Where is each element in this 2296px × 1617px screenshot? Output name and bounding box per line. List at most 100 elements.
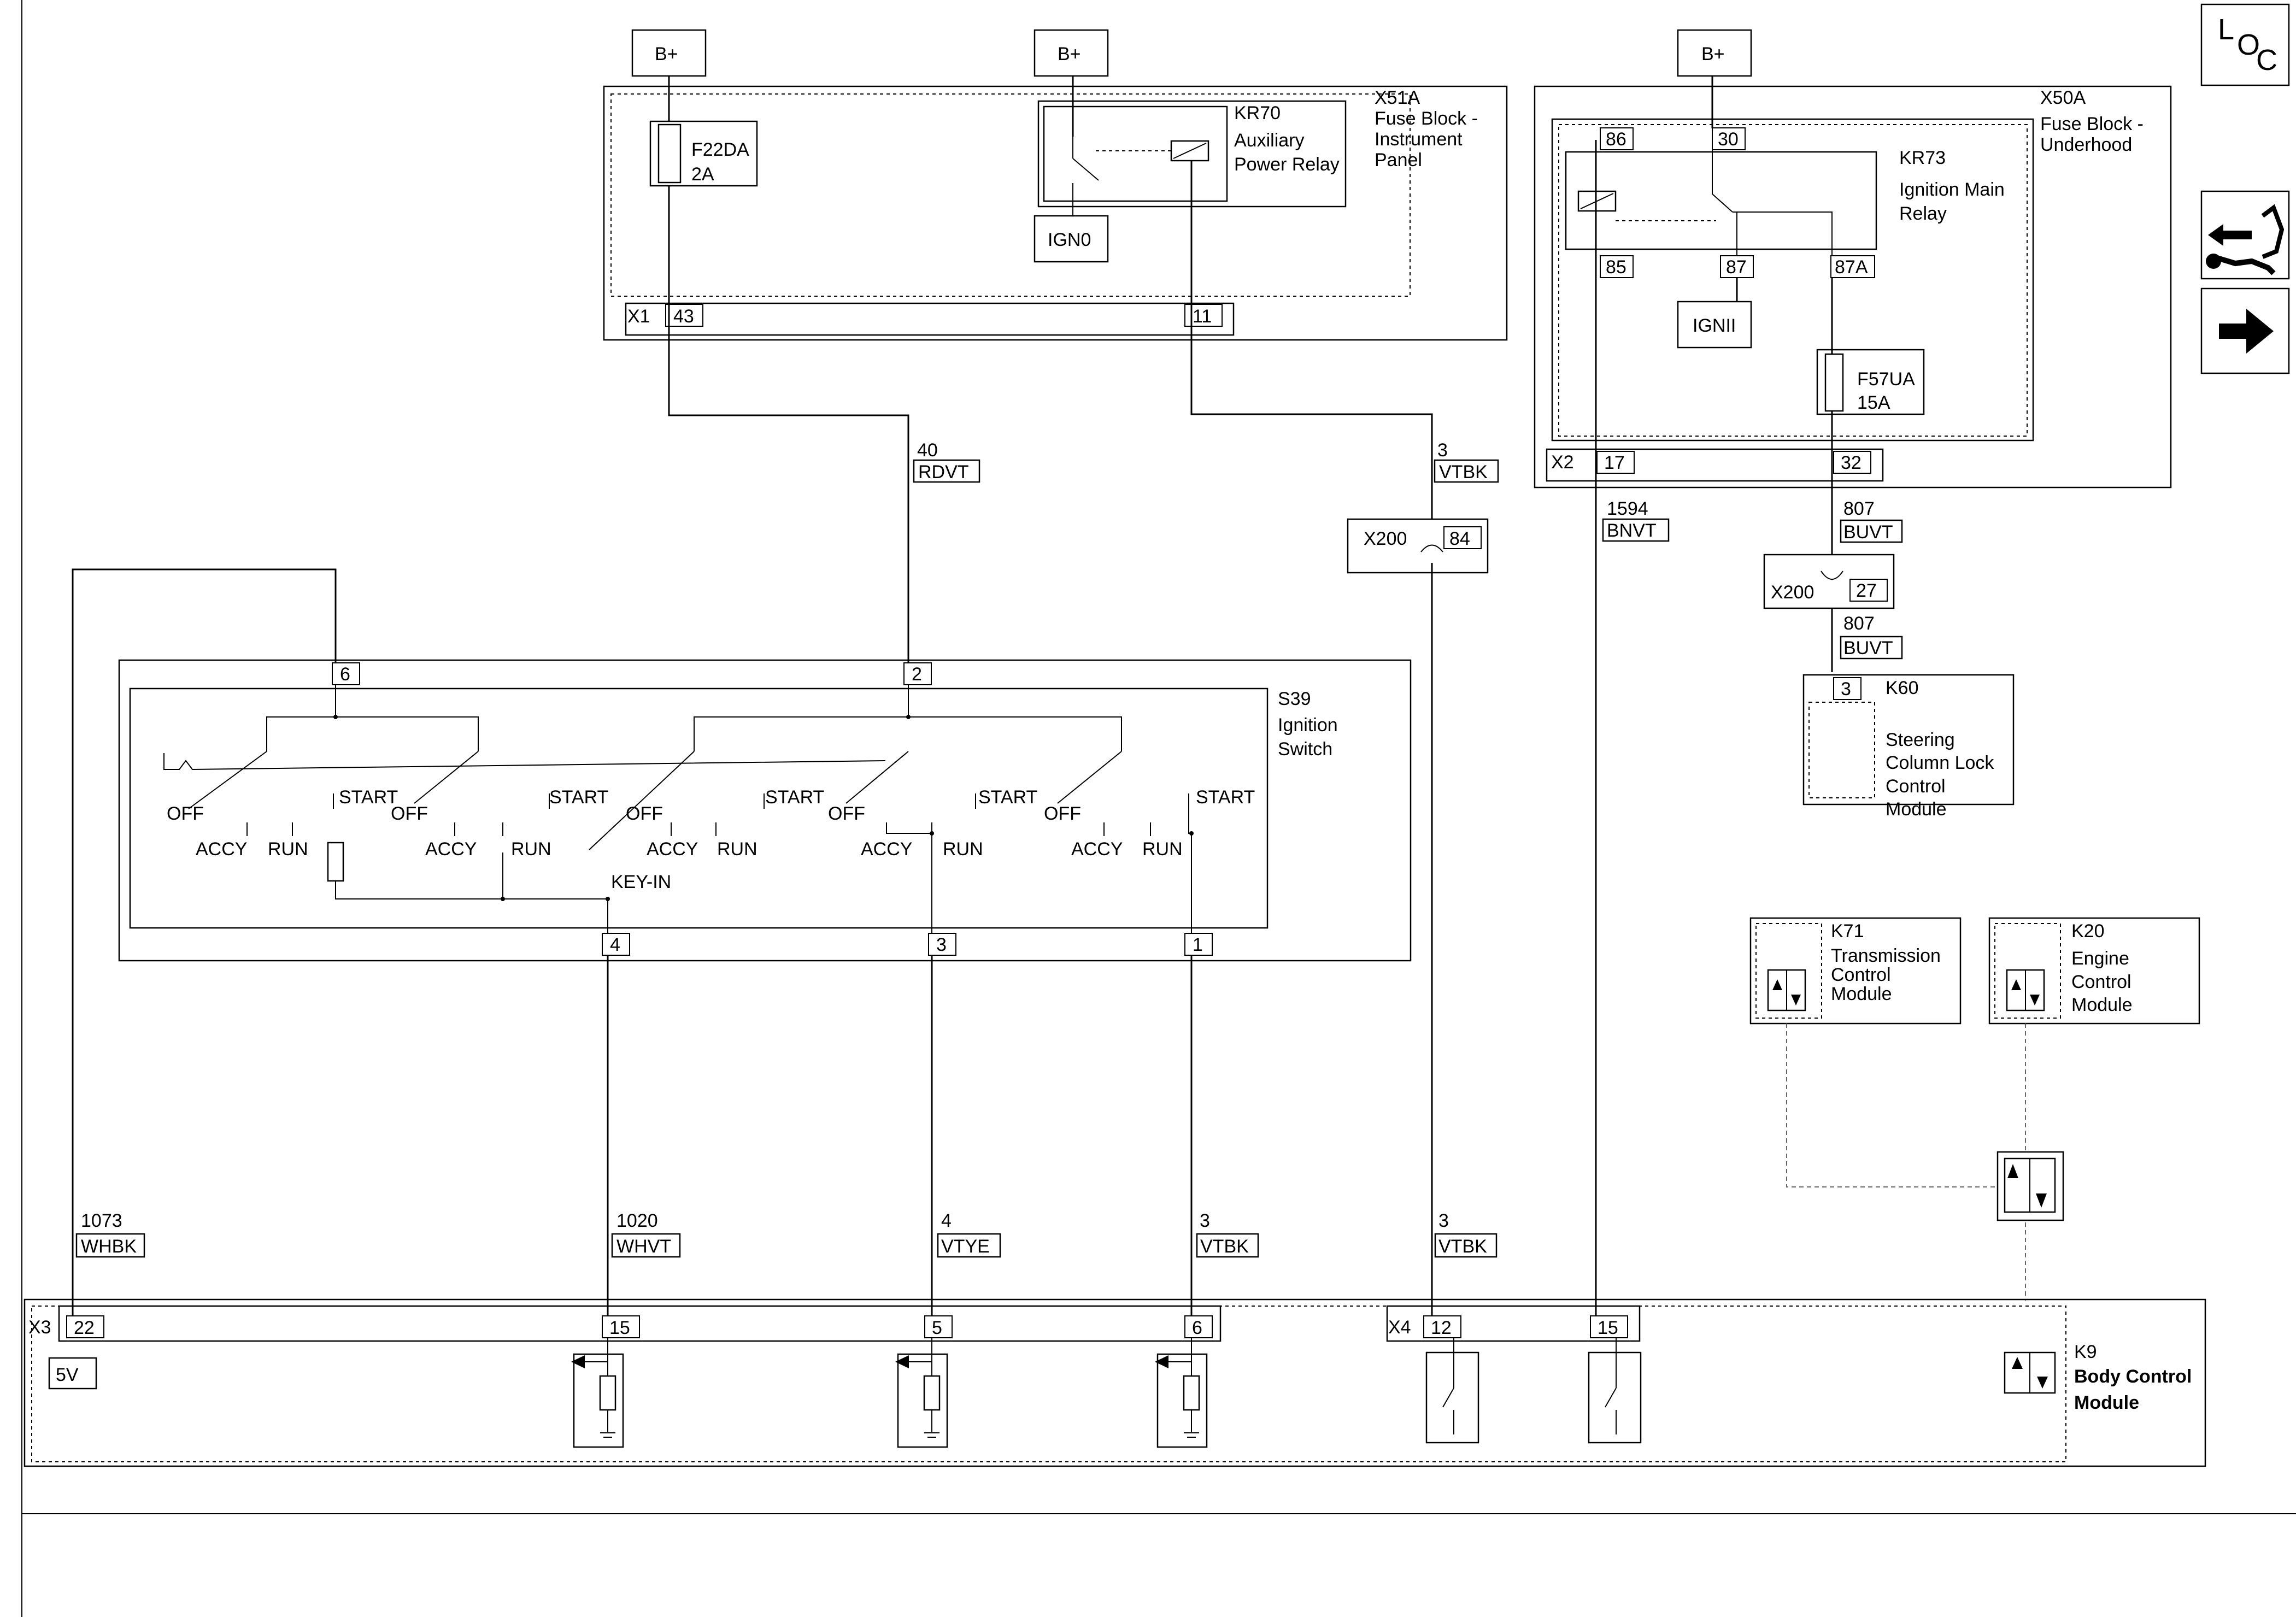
fuse-f22da: F22DA 2A <box>649 120 758 187</box>
svg-text:ACCY: ACCY <box>861 839 912 860</box>
svg-text:807: 807 <box>1843 613 1875 634</box>
svg-text:BUVT: BUVT <box>1843 522 1893 543</box>
wire-label-3-c: 3 VTBK <box>1434 1210 1498 1258</box>
input-circuit-3 <box>1155 1338 1208 1448</box>
svg-text:RUN: RUN <box>943 839 983 860</box>
connector-x200-27: X200 27 <box>1763 554 1895 609</box>
svg-text:B+: B+ <box>1058 44 1081 64</box>
svg-text:40: 40 <box>917 440 938 461</box>
svg-text:1594: 1594 <box>1607 498 1648 519</box>
location-icon: L <box>2218 13 2234 46</box>
svg-text:START: START <box>1196 787 1255 808</box>
svg-text:RUN: RUN <box>717 839 757 860</box>
svg-text:OFF: OFF <box>626 803 663 824</box>
svg-text:87A: 87A <box>1835 257 1868 278</box>
svg-text:OFF: OFF <box>1044 803 1081 824</box>
svg-text:Auxiliary: Auxiliary <box>1234 130 1304 151</box>
relay-kr73: 86 30 85 87 87A KR73 Ignition Main Relay… <box>1565 127 2005 349</box>
svg-text:S39: S39 <box>1278 689 1311 709</box>
svg-text:Control: Control <box>2071 972 2131 992</box>
wire-label-807-b: 807 BUVT <box>1840 613 1903 660</box>
ignition-switch-s39: S39 Ignition Switch 6 2 4 3 1 OFF ACCY R… <box>118 659 1412 962</box>
steering-column-lock-module-k60: 3 K60 Steering Column Lock Control Modul… <box>1802 674 2015 820</box>
svg-text:X200: X200 <box>1364 528 1407 549</box>
svg-text:ACCY: ACCY <box>196 839 247 860</box>
ignii-label: IGNII <box>1693 315 1736 336</box>
svg-text:X50A: X50A <box>2040 87 2086 108</box>
relay-kr70: KR70 Auxiliary Power Relay IGN0 <box>1034 100 1347 263</box>
fuse-block-x50a: X50A Fuse Block - Underhood X2 17 32 <box>1534 85 2172 489</box>
connector-end-view-button[interactable] <box>2200 190 2290 280</box>
svg-text:3: 3 <box>1200 1210 1210 1231</box>
svg-text:X200: X200 <box>1771 582 1814 603</box>
input-circuit-1 <box>571 1338 624 1448</box>
wire-3-a <box>1190 161 1433 538</box>
next-page-button[interactable] <box>2200 287 2290 374</box>
svg-text:1020: 1020 <box>616 1210 658 1231</box>
x1-pin-43: 43 <box>673 306 694 327</box>
x4-connector <box>1386 1305 1641 1342</box>
x1-connector <box>625 302 1235 336</box>
x4-pin-12: 12 <box>1431 1318 1452 1338</box>
x2-pin-32: 32 <box>1841 452 1862 473</box>
svg-text:4: 4 <box>941 1210 952 1231</box>
svg-text:START: START <box>765 787 824 808</box>
engine-control-module-k20: K20 Engine Control Module <box>1988 917 2200 1025</box>
k9-serial-data-icon <box>2004 1351 2056 1394</box>
svg-text:30: 30 <box>1718 129 1739 150</box>
arrow-right-icon <box>2219 309 2274 354</box>
wire-label-40: 40 RDVT <box>913 440 980 483</box>
switch-input-2 <box>1588 1338 1642 1444</box>
svg-text:ACCY: ACCY <box>425 839 477 860</box>
battery-positive-2: B+ <box>1034 29 1109 77</box>
x51a-desc-1: Fuse Block - <box>1375 108 1478 129</box>
key-in-label: KEY-IN <box>611 872 671 892</box>
svg-text:START: START <box>978 787 1037 808</box>
svg-text:K20: K20 <box>2071 921 2105 942</box>
x3-pin-6: 6 <box>1192 1318 1202 1338</box>
svg-text:OFF: OFF <box>167 803 204 824</box>
svg-text:VTBK: VTBK <box>1439 462 1488 483</box>
wire-40 <box>668 186 909 664</box>
svg-text:START: START <box>339 787 398 808</box>
svg-text:B+: B+ <box>655 44 678 64</box>
body-control-module-k9: K9 Body Control Module 5V X3 22 15 5 6 X… <box>24 1298 2206 1467</box>
svg-text:84: 84 <box>1449 528 1470 549</box>
svg-text:Underhood: Underhood <box>2040 134 2132 155</box>
svg-text:ACCY: ACCY <box>1071 839 1123 860</box>
svg-text:Relay: Relay <box>1899 203 1947 224</box>
x2-pin-17: 17 <box>1604 452 1625 473</box>
svg-text:Module: Module <box>1886 799 1947 820</box>
svg-text:3: 3 <box>1438 1210 1449 1231</box>
svg-text:RDVT: RDVT <box>918 462 969 483</box>
location-button[interactable]: L O C <box>2200 3 2290 86</box>
resistor <box>327 842 344 882</box>
svg-text:Transmission: Transmission <box>1831 945 1941 966</box>
svg-text:B+: B+ <box>1701 44 1725 64</box>
x51a-desc-2: Instrument <box>1375 129 1463 150</box>
s39-pin-4: 4 <box>610 934 620 955</box>
svg-text:Module: Module <box>2074 1392 2139 1413</box>
svg-text:86: 86 <box>1606 129 1626 150</box>
svg-text:Switch: Switch <box>1278 739 1332 760</box>
s39-pin-3: 3 <box>936 934 947 955</box>
svg-text:VTYE: VTYE <box>941 1236 990 1257</box>
ign0-label: IGN0 <box>1048 230 1091 250</box>
svg-text:KR70: KR70 <box>1234 103 1281 124</box>
svg-text:Steering: Steering <box>1886 730 1955 750</box>
svg-text:VTBK: VTBK <box>1200 1236 1249 1257</box>
svg-text:BUVT: BUVT <box>1843 638 1893 658</box>
svg-text:Ignition: Ignition <box>1278 715 1338 736</box>
svg-text:27: 27 <box>1856 580 1877 601</box>
svg-text:X2: X2 <box>1551 452 1574 473</box>
svg-text:F22DA: F22DA <box>691 139 749 160</box>
x3-pin-22: 22 <box>74 1318 95 1338</box>
x2-connector <box>1546 448 1884 482</box>
svg-text:O: O <box>2237 28 2260 61</box>
s39-pin-6: 6 <box>340 664 350 685</box>
serial-data-line-1 <box>1786 1024 1998 1187</box>
wire-label-1020: 1020 WHVT <box>611 1210 681 1258</box>
x1-label: X1 <box>627 306 650 327</box>
wire-label-1594: 1594 BNVT <box>1602 498 1670 542</box>
